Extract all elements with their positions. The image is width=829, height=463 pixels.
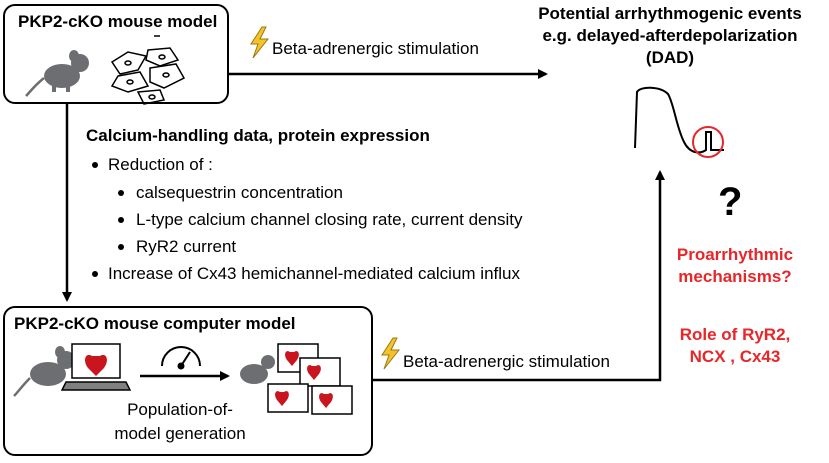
bottom-stimulation-path: [373, 170, 665, 382]
bullet-increase: [92, 271, 98, 277]
action-potential-trace: [634, 86, 724, 154]
events-title-line3: (DAD): [645, 48, 695, 67]
question-mark: ?: [718, 180, 743, 224]
increase-label: Increase of Cx43 hemichannel-mediated ca…: [108, 264, 520, 283]
bullet-sub-3: [118, 244, 124, 250]
bottom-stimulation-label: Beta-adrenergic stimulation: [403, 352, 610, 371]
mechanisms-line1: Proarrhythmic: [676, 245, 794, 264]
role-line1: Role of RyR2,: [679, 325, 791, 344]
population-line2: model generation: [114, 424, 246, 443]
events-title-line2: e.g. delayed-afterdepolarization: [542, 26, 798, 45]
reduction-label: Reduction of :: [108, 155, 213, 174]
mechanisms-line2: mechanisms?: [678, 267, 792, 286]
reduction-item-3: RyR2 current: [136, 237, 237, 256]
computer-model-title: PKP2-cKO mouse computer model: [14, 314, 296, 333]
mouse-icon: [25, 50, 89, 97]
role-line2: NCX , Cx43: [689, 347, 781, 366]
dad-highlight-circle: [692, 126, 724, 158]
reduction-item-1: calsequestrin concentration: [136, 183, 343, 202]
lightning-icon-top: [250, 26, 270, 59]
reduction-item-2: L-type calcium channel closing rate, cur…: [136, 210, 523, 229]
population-line1: Population-of-: [127, 400, 233, 419]
laptop-population-icons: [267, 343, 353, 415]
events-title-line1: Potential arrhythmogenic events: [538, 4, 802, 23]
mouse-model-title: PKP2-cKO mouse model: [18, 12, 218, 31]
top-stimulation-label: Beta-adrenergic stimulation: [272, 39, 479, 58]
bullet-reduction: [92, 162, 98, 168]
bullet-sub-1: [118, 190, 124, 196]
lightning-icon-bottom: [381, 337, 401, 370]
gauge-icon: [161, 346, 201, 370]
mouse-icon-bottom: [13, 346, 75, 397]
laptop-icon: [60, 343, 132, 391]
calcium-heading: Calcium-handling data, protein expressio…: [86, 126, 430, 145]
mouse-icon-population: [240, 355, 275, 384]
cardiomyocyte-cells-icon: [110, 35, 186, 105]
bullet-sub-2: [118, 217, 124, 223]
